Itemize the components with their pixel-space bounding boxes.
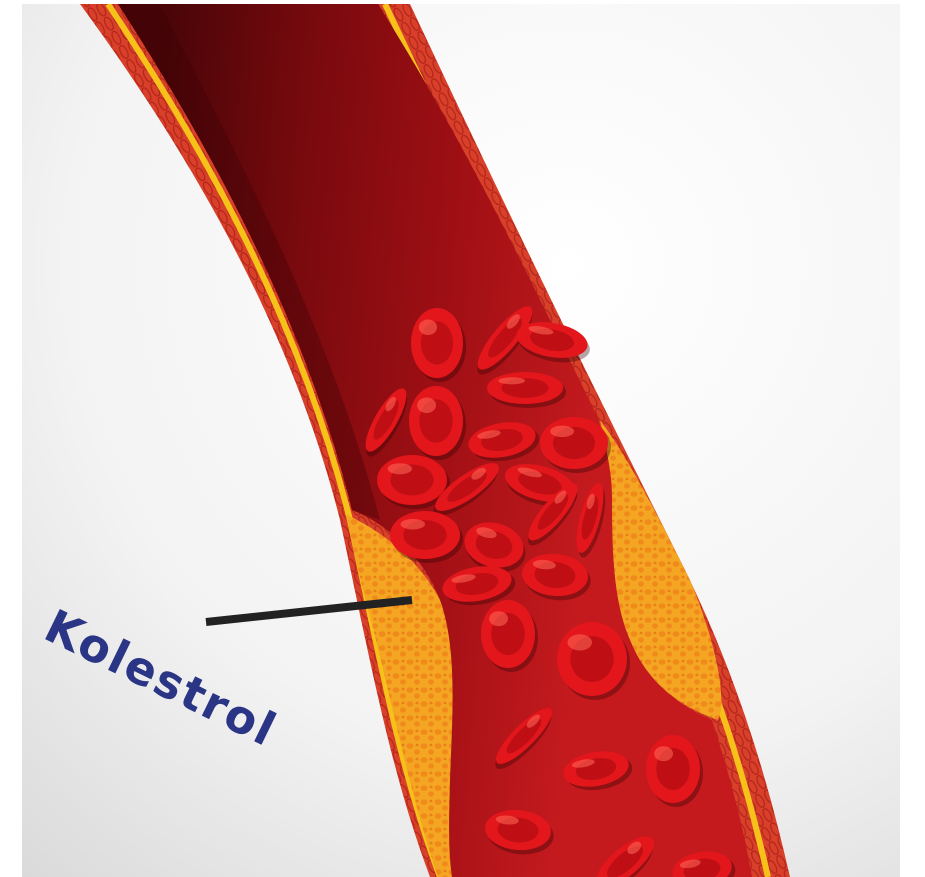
artery-illustration — [0, 0, 925, 877]
blood-vessel-diagram: Kolestrol — [0, 0, 925, 877]
